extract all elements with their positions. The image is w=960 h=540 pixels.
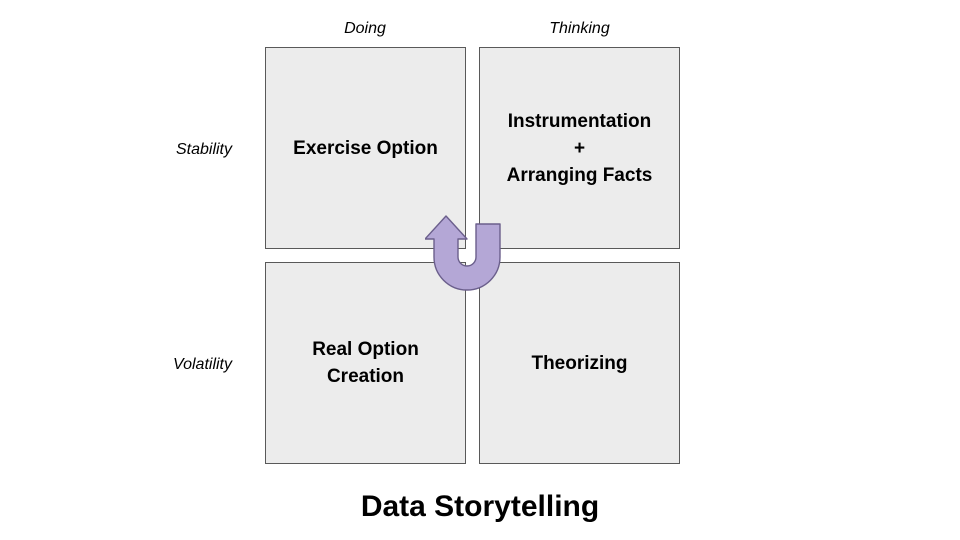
quadrant-label-real-option-creation: Real Option Creation xyxy=(312,339,419,387)
quadrant-theorizing: Theorizing xyxy=(479,262,680,464)
quadrant-label-theorizing: Theorizing xyxy=(531,352,628,374)
quadrant-label-exercise-option: Exercise Option xyxy=(293,137,438,159)
u-turn-arrow-icon xyxy=(425,215,501,291)
column-header-doing: Doing xyxy=(344,20,386,37)
quadrant-label-instrumentation-arranging-facts: Instrumentation + Arranging Facts xyxy=(506,110,653,186)
quadrant-exercise-option: Exercise Option xyxy=(265,47,466,249)
quadrant-instrumentation-arranging-facts: Instrumentation + Arranging Facts xyxy=(479,47,680,249)
column-header-thinking: Thinking xyxy=(549,20,610,37)
row-header-stability: Stability xyxy=(175,141,232,158)
quadrant-real-option-creation: Real Option Creation xyxy=(265,262,466,464)
row-header-volatility: Volatility xyxy=(173,356,232,373)
page-title: Data Storytelling xyxy=(360,490,600,523)
